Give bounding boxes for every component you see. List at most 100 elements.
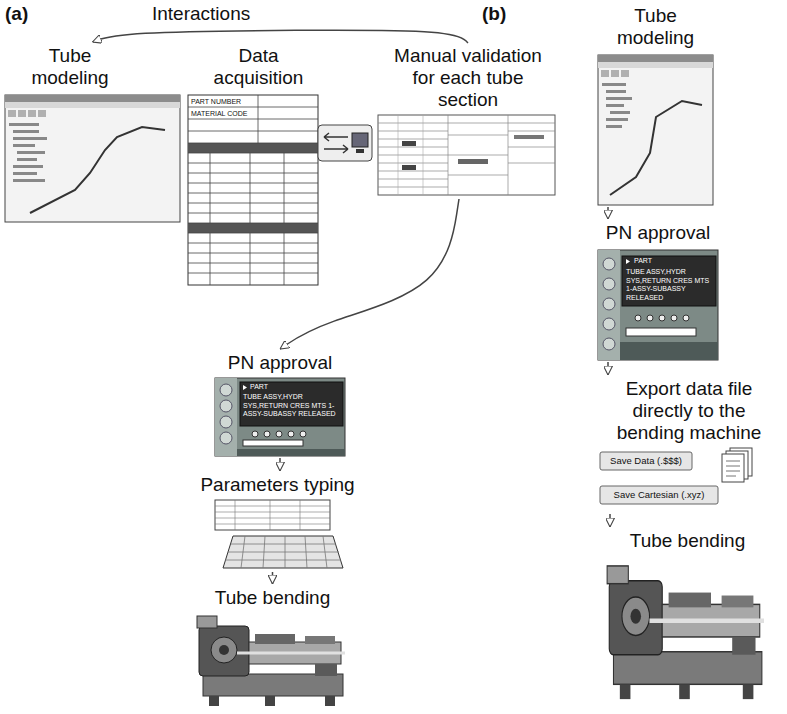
keyboard-table-part xyxy=(225,536,341,568)
data-table-part xyxy=(188,143,318,153)
flow-arrow xyxy=(280,199,459,349)
cad-screenshot-part xyxy=(598,55,713,205)
step-heading: Tube modeling xyxy=(606,5,706,49)
approval-screenshot-part xyxy=(240,382,343,426)
approval-screenshot-part xyxy=(671,315,677,321)
edge-label: Interactions xyxy=(150,3,252,25)
cad-screenshot-part xyxy=(28,110,36,117)
approval-screenshot-part xyxy=(220,416,232,428)
approval-screenshot-part xyxy=(603,318,615,330)
step-heading: Tube bending xyxy=(195,587,350,609)
screen-text: PART xyxy=(250,383,268,392)
cad-screenshot-part xyxy=(13,165,43,168)
panel-label: (a) xyxy=(5,3,28,25)
approval-screenshot-part xyxy=(659,315,665,321)
approval-screenshot-part xyxy=(603,298,615,310)
cad-screenshot-part xyxy=(602,83,626,86)
validation-screenshot-part xyxy=(458,159,488,164)
approval-screenshot-part xyxy=(598,250,718,360)
approval-screenshot-part xyxy=(276,431,282,437)
cad-screenshot-part xyxy=(17,158,37,161)
cad-screenshot-part xyxy=(606,104,624,107)
cad-screenshot-part xyxy=(13,130,39,133)
cad-screenshot-part xyxy=(13,172,37,175)
approval-screenshot-part xyxy=(635,315,641,321)
flow-arrow xyxy=(607,207,609,219)
keyboard-table-part xyxy=(215,500,330,530)
step-heading: Tube modeling xyxy=(20,45,120,89)
step-node: Parameters typing xyxy=(190,474,365,570)
step-node: Data acquisition xyxy=(188,45,373,285)
cad-screenshot-part xyxy=(13,137,47,140)
cad-screenshot-part xyxy=(9,123,39,126)
approval-screenshot-part xyxy=(215,378,237,456)
export-buttons-part xyxy=(600,452,692,470)
keyboard-table-part xyxy=(223,536,343,568)
cad-screenshot-part xyxy=(13,179,45,182)
cad-screenshot-part xyxy=(598,62,713,68)
flow-arrow xyxy=(272,572,274,584)
approval-screenshot-part xyxy=(264,431,270,437)
cad-screenshot-part xyxy=(30,127,165,213)
approval-screenshot-part xyxy=(237,449,345,456)
approval-screenshot-part xyxy=(683,315,689,321)
validation-screenshot-part xyxy=(378,115,555,195)
approval-screenshot-part xyxy=(243,440,303,446)
step-heading: Export data file directly to the bending… xyxy=(609,378,769,444)
approval-screenshot-part xyxy=(622,256,716,306)
cad-screenshot-part xyxy=(621,70,629,77)
step-node: Tube modeling xyxy=(598,5,713,205)
cad-screenshot-part xyxy=(601,70,609,77)
cad-screenshot-part xyxy=(5,95,180,102)
transfer-icon-part xyxy=(356,149,364,153)
approval-screenshot-part xyxy=(215,378,345,456)
cad-screenshot-part xyxy=(38,110,46,117)
illustration-part xyxy=(197,616,345,706)
cad-screenshot-part xyxy=(18,110,26,117)
approval-screenshot-part xyxy=(626,328,696,336)
flow-arrow xyxy=(93,30,469,43)
cad-screenshot-part xyxy=(5,102,180,108)
approval-screenshot-part xyxy=(626,259,630,264)
data-table-part xyxy=(188,223,318,233)
transfer-icon xyxy=(318,125,372,161)
export-buttons xyxy=(600,452,718,504)
cad-screenshot-part xyxy=(606,125,622,128)
transfer-icon-part xyxy=(324,133,348,153)
approval-screenshot-part xyxy=(300,431,306,437)
button-label: Save Data (.$$$) xyxy=(600,452,692,470)
approval-screenshot-part xyxy=(603,258,615,270)
validation-screenshot-part xyxy=(402,165,416,170)
approval-screenshot-part xyxy=(288,431,294,437)
approval-screenshot-part xyxy=(603,278,615,290)
transfer-icon-part xyxy=(318,125,372,161)
data-table xyxy=(188,95,318,285)
step-node: Tube modeling xyxy=(5,45,180,222)
cad-screenshot-part xyxy=(5,95,180,222)
cad-screenshot-part xyxy=(606,118,628,121)
flow-arrow xyxy=(609,514,611,527)
data-table-part xyxy=(188,95,318,285)
cad-screenshot-part xyxy=(610,111,630,114)
step-heading: PN approval xyxy=(215,352,345,374)
flow-arrow xyxy=(279,458,281,471)
document-icon-part xyxy=(722,454,744,482)
approval-screenshot xyxy=(215,378,345,456)
approval-screenshot-part xyxy=(220,400,232,412)
validation-screenshot-part xyxy=(402,141,416,146)
cad-screenshot-part xyxy=(611,70,619,77)
table-cell: MATERIAL CODE xyxy=(191,109,257,118)
step-heading: Data acquisition xyxy=(196,45,321,89)
approval-screenshot-part xyxy=(598,250,620,360)
keyboard-table xyxy=(215,500,343,568)
cad-screenshot-part xyxy=(606,90,626,93)
cad-screenshot-part xyxy=(13,144,35,147)
cad-screenshot-part xyxy=(17,151,45,154)
step-heading: Manual validation for each tube section xyxy=(383,45,553,111)
step-heading: Tube bending xyxy=(600,530,775,552)
screen-text: PART xyxy=(634,257,652,266)
cad-screenshot-part xyxy=(8,110,16,117)
